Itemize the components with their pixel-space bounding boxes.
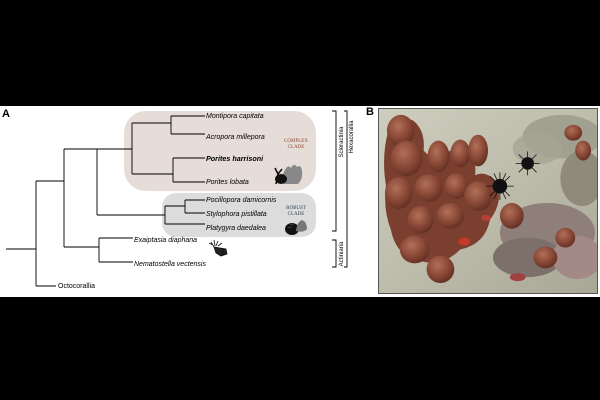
label-actiniaria: Actiniaria [339,241,345,266]
coral-colony [384,114,592,284]
taxon-porites-harrisoni: Porites harrisoni [206,154,264,163]
panel-a-letter: A [2,108,10,120]
taxon-stylophora-pistillata: Stylophora pistillata [206,211,267,218]
taxon-montipora-capitata: Montipora capitata [206,113,264,120]
robust-clade-label-line1: ROBUST [286,206,306,211]
anemone-silhouette-icon [208,239,228,257]
taxon-nematostella-vectensis: Nematostella vectensis [134,261,206,268]
sea-urchin [486,151,540,201]
taxon-exaiptasia-diaphana: Exaiptasia diaphana [134,237,197,244]
group-brackets [332,110,348,268]
panel-b-letter: B [366,106,374,118]
robust-coral-silhouette-icon [285,220,307,235]
label-scleractinia: Scleractinia [339,126,345,158]
taxon-octocorallia: Octocorallia [58,283,95,290]
label-hexacorallia: Hexacorallia [349,120,355,154]
figure: A [0,106,600,297]
complex-clade-label-line2: CLADE [288,145,305,150]
robust-clade-label-line2: CLADE [288,212,305,217]
coral-photo-illustration [379,109,597,293]
complex-clade-label-line1: COMPLEX [284,139,308,144]
taxon-pocillopora-damicornis: Pocillopora damicornis [206,197,277,204]
complex-clade-box [124,111,316,191]
taxon-acropora-millepora: Acropora millepora [205,134,265,141]
tree-branches [6,115,205,287]
coral-photograph [378,108,598,294]
taxon-platygyra-daedalea: Platygyra daedalea [206,225,266,232]
robust-clade-box [162,193,316,237]
complex-coral-silhouette-icon [274,164,303,185]
taxon-porites-lobata: Porites lobata [206,179,249,186]
phylogenetic-tree-panel: A [2,108,355,290]
